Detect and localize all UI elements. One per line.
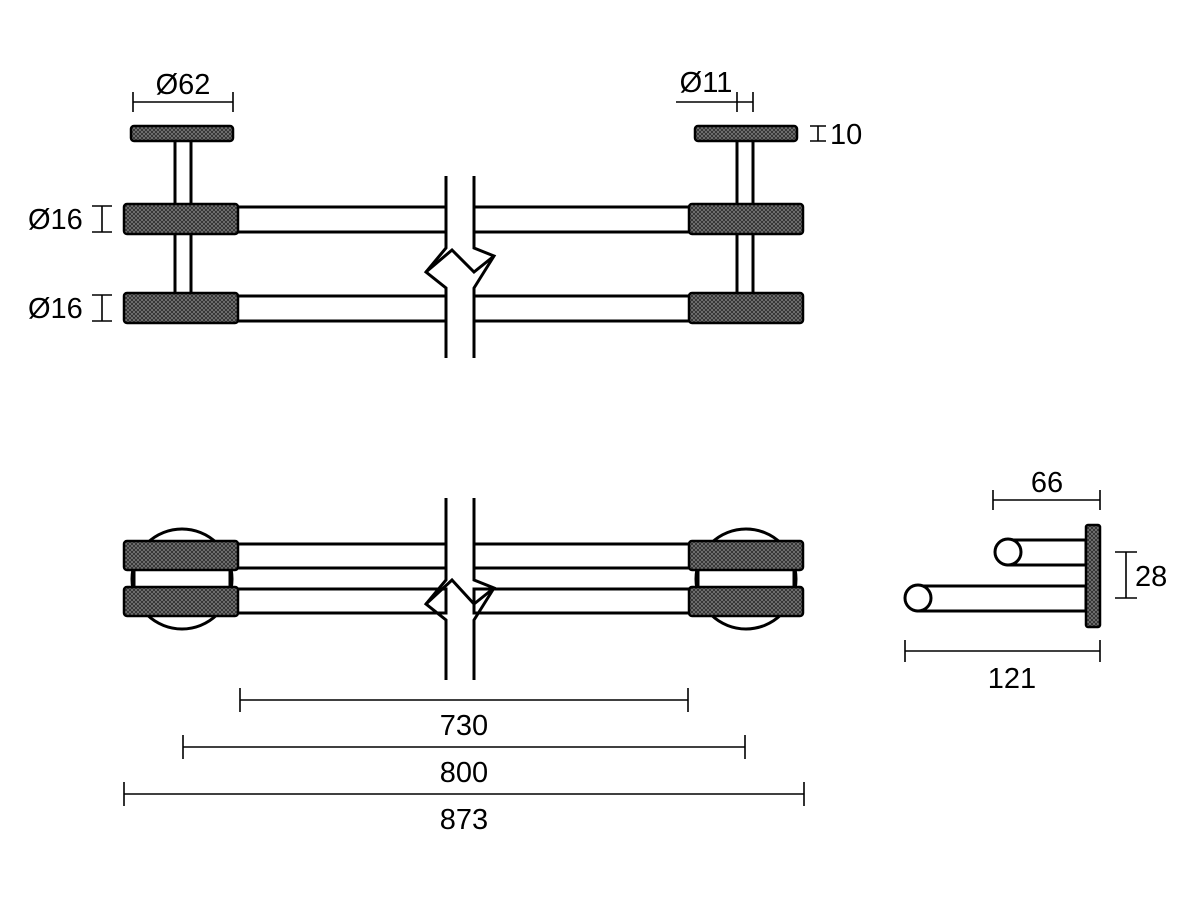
side-overall-projection-label: 121	[988, 663, 1036, 695]
dimension-side-overall-projection: 121	[904, 640, 1101, 695]
lower-right-end-cap	[687, 291, 805, 325]
dimension-length-inner: 730	[239, 688, 689, 742]
upper-rail-diameter-label: Ø16	[28, 204, 83, 236]
length-inner-label: 730	[440, 710, 488, 742]
plan-upper-rail-right	[472, 542, 694, 570]
plan-lower-rail-right	[472, 587, 694, 615]
length-centers-label: 800	[440, 757, 488, 789]
lower-left-end-cap	[122, 291, 240, 325]
side-rail-spacing-label: 28	[1135, 561, 1167, 593]
side-wall-plate	[1084, 523, 1102, 629]
side-upper-projection-label: 66	[1031, 467, 1063, 499]
side-view	[903, 523, 1102, 629]
lower-rail-left-segment	[234, 294, 448, 323]
side-upper-rail-section	[993, 537, 1023, 567]
dimension-post-diameter: Ø11	[676, 67, 754, 112]
right-wall-base	[693, 124, 799, 143]
base-diameter-label: Ø62	[156, 69, 211, 101]
left-wall-plate	[130, 527, 234, 631]
dimension-side-upper-projection: 66	[992, 467, 1101, 510]
upper-rail-right-segment	[472, 205, 694, 234]
dimension-length-centers: 800	[182, 735, 746, 789]
break-mark-right	[472, 176, 497, 358]
length-overall-label: 873	[440, 804, 488, 836]
right-wall-plate	[694, 527, 798, 631]
plan-upper-rail-left	[234, 542, 448, 570]
dimension-base-thickness: 10	[810, 119, 862, 151]
dimension-length-overall: 873	[123, 782, 805, 836]
base-thickness-label: 10	[830, 119, 862, 151]
upper-rail-left-segment	[234, 205, 448, 234]
side-lower-rail-section	[903, 583, 933, 613]
front-elevation	[122, 124, 805, 358]
side-lower-arm	[916, 584, 1088, 613]
dimension-lower-rail-diameter: Ø16	[28, 293, 112, 325]
left-wall-base	[129, 124, 235, 143]
lower-rail-right-segment	[472, 294, 694, 323]
dimension-upper-rail-diameter: Ø16	[28, 204, 112, 236]
upper-left-end-cap	[122, 202, 240, 236]
lower-rail-diameter-label: Ø16	[28, 293, 83, 325]
post-diameter-label: Ø11	[680, 67, 733, 99]
upper-right-end-cap	[687, 202, 805, 236]
plan-lower-rail-left	[234, 587, 448, 615]
break-mark-left	[423, 176, 448, 358]
plan-view	[122, 498, 805, 680]
dimension-side-rail-spacing: 28	[1115, 551, 1167, 599]
dimension-base-diameter: Ø62	[132, 69, 234, 112]
